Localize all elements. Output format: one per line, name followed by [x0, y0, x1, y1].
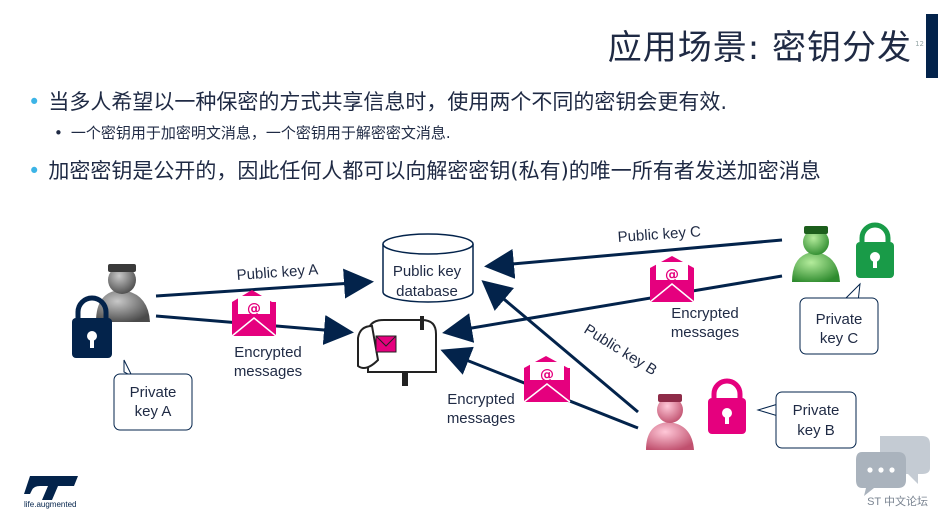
private-key-b-line1: Private	[793, 402, 840, 419]
svg-text:@: @	[247, 301, 261, 317]
encrypted-a-line2: messages	[234, 363, 302, 380]
person-c-icon	[792, 226, 840, 282]
private-key-b-line2: key B	[797, 422, 835, 439]
arrow-public-key-c	[484, 238, 783, 279]
encrypted-b-line2: messages	[447, 410, 515, 427]
title-accent-bar	[926, 14, 938, 78]
database-label-line1: Public key	[393, 263, 462, 280]
public-key-a-label: Public key A	[236, 261, 319, 284]
bullet-list: •当多人希望以一种保密的方式共享信息时，使用两个不同的密钥会更有效. •一个密钥…	[28, 86, 922, 191]
envelope-c-icon: @	[649, 256, 695, 303]
lock-a-icon	[72, 295, 112, 358]
envelope-b-icon: @	[523, 356, 571, 403]
bullet-item: •当多人希望以一种保密的方式共享信息时，使用两个不同的密钥会更有效.	[28, 90, 728, 114]
logo-tagline: life.augmented	[24, 500, 77, 509]
database-label-line2: database	[396, 283, 458, 300]
private-key-a-line2: key A	[135, 403, 172, 420]
bullet-item: •加密密钥是公开的，因此任何人都可以向解密密钥(私有)的唯一所有者发送加密消息	[28, 159, 821, 183]
arrow-encrypted-c	[442, 274, 783, 343]
encrypted-a-line1: Encrypted	[234, 344, 302, 361]
forum-label: ST 中文论坛	[867, 496, 928, 508]
person-b-icon	[646, 394, 694, 450]
page-number: 12	[915, 40, 924, 48]
encrypted-c-line1: Encrypted	[671, 305, 739, 322]
arrow-public-key-a	[155, 268, 374, 299]
svg-text:@: @	[540, 367, 554, 383]
svg-text:@: @	[665, 267, 679, 283]
lock-b-icon	[708, 378, 746, 434]
envelope-a-icon: @	[231, 290, 277, 337]
person-a-icon	[96, 264, 150, 322]
private-key-c-line1: Private	[816, 311, 863, 328]
slide-title: 应用场景: 密钥分发	[607, 28, 912, 68]
st-logo	[24, 476, 78, 500]
speech-bubble-c	[799, 282, 879, 355]
arrow-public-key-b	[481, 280, 639, 414]
public-key-b-label: Public key B	[581, 321, 660, 379]
mailbox-icon	[357, 316, 437, 386]
encrypted-b-line1: Encrypted	[447, 391, 515, 408]
speech-bubble-b	[756, 391, 857, 449]
private-key-c-line2: key C	[820, 330, 859, 347]
forum-chat-icon	[856, 436, 930, 496]
lock-c-icon	[856, 222, 894, 278]
speech-bubble-a	[113, 359, 193, 431]
encrypted-c-line2: messages	[671, 324, 739, 341]
sub-bullet-item: •一个密钥用于加密明文消息，一个密钥用于解密密文消息.	[54, 124, 451, 142]
private-key-a-line1: Private	[130, 384, 177, 401]
public-key-c-label: Public key C	[617, 223, 702, 246]
database-icon	[382, 233, 474, 303]
